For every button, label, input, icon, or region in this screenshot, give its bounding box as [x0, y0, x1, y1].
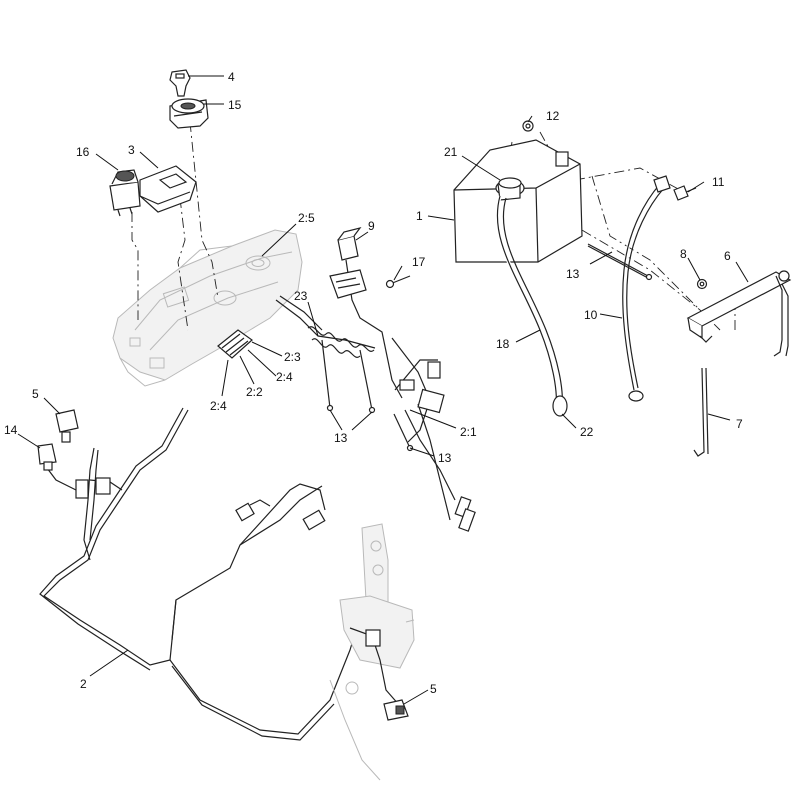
callout-2-4-left: 2:4: [210, 399, 227, 413]
screw-17: [385, 275, 411, 289]
leader-lines: [17, 75, 749, 705]
callout-15: 15: [228, 98, 242, 112]
callout-14: 14: [4, 423, 18, 437]
callout-2: 2: [80, 677, 87, 691]
callout-2-1: 2:1: [460, 425, 477, 439]
callout-2-2: 2:2: [246, 385, 263, 399]
ignition-switch: [169, 98, 209, 129]
callout-13-lower: 13: [438, 451, 452, 465]
callout-7: 7: [736, 417, 743, 431]
main-connector: [217, 329, 253, 359]
nut-12: [522, 120, 534, 132]
callout-3: 3: [128, 143, 135, 157]
pto-switch: [109, 169, 141, 217]
j-bolt: [693, 367, 709, 457]
nut-8: [696, 278, 708, 290]
pedal-linkage-ghost: [329, 523, 415, 781]
callout-13-right: 13: [566, 267, 580, 281]
rods-13: [326, 243, 653, 452]
callout-23: 23: [294, 289, 308, 303]
terminal-boot: [497, 177, 522, 201]
control-module: [139, 165, 197, 213]
battery-cable-18: [495, 195, 568, 417]
callout-9: 9: [368, 219, 375, 233]
callout-21: 21: [444, 145, 458, 159]
callout-2-3: 2:3: [284, 350, 301, 364]
callout-10: 10: [584, 308, 598, 322]
switch-14: [37, 443, 57, 471]
callout-11: 11: [712, 175, 725, 189]
callout-8: 8: [680, 247, 687, 261]
callout-6: 6: [724, 249, 731, 263]
battery: [453, 139, 583, 263]
switch-5-lower: [383, 699, 409, 721]
bolt-11: [673, 185, 697, 201]
dash-panel-ghost: [112, 229, 303, 387]
main-harness: [39, 407, 357, 741]
callout-2-4-right: 2:4: [276, 370, 293, 384]
callout-18: 18: [496, 337, 510, 351]
switch-5-upper: [55, 409, 79, 443]
hold-down-bracket: [686, 270, 792, 357]
fuse-block: [329, 269, 367, 299]
callout-labels: 4 15 16 3 2:5 9 17 23 2:3 2:4 2:2 2:4 13…: [4, 70, 743, 696]
ignition-key: [169, 69, 191, 97]
callout-12: 12: [546, 109, 560, 123]
callout-5-lower: 5: [430, 682, 437, 696]
callout-2-5: 2:5: [298, 211, 315, 225]
callout-4: 4: [228, 70, 235, 84]
relay: [337, 227, 362, 261]
callout-13-center: 13: [334, 431, 348, 445]
callout-5-upper: 5: [32, 387, 39, 401]
callout-22: 22: [580, 425, 594, 439]
battery-cable-10: [621, 175, 671, 402]
callout-16: 16: [76, 145, 90, 159]
callout-17: 17: [412, 255, 426, 269]
callout-1: 1: [416, 209, 423, 223]
